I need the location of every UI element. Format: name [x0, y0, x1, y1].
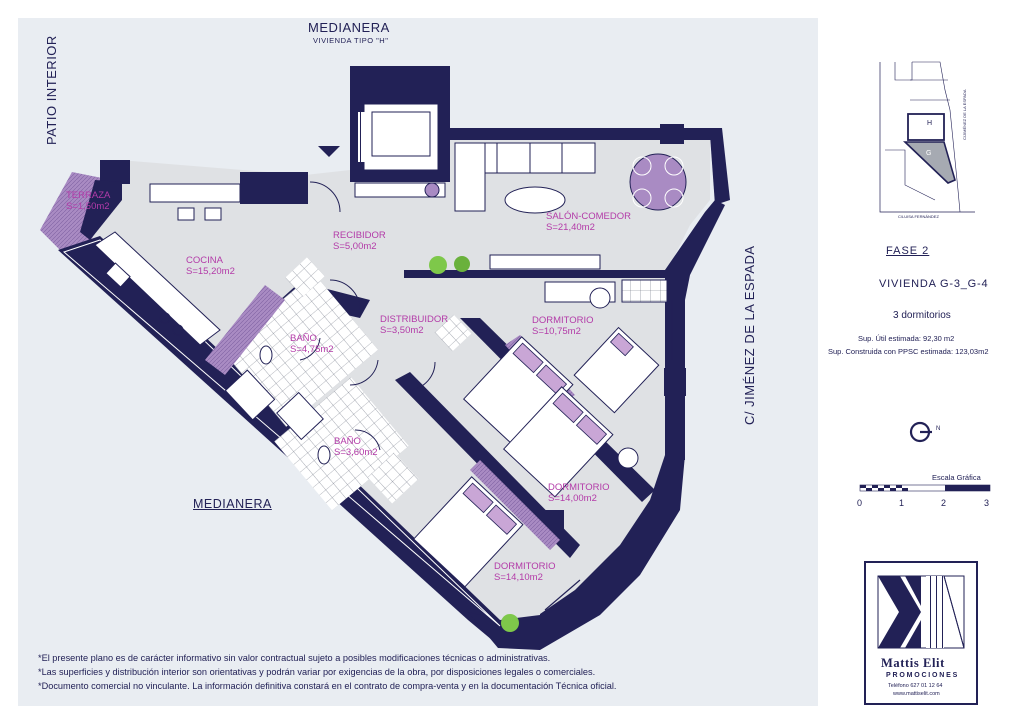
north-label: N — [936, 426, 941, 432]
scale-tick-1: 1 — [899, 498, 905, 508]
kitchen-island — [149, 183, 241, 203]
bed-1 — [463, 336, 574, 448]
bed-4 — [573, 326, 660, 414]
patio-interior-label: PATIO INTERIOR — [44, 35, 59, 145]
north-compass-icon — [909, 421, 932, 443]
logo-name: Mattis Elit — [881, 656, 945, 670]
key-plan-h: H — [927, 120, 933, 127]
bedrooms-label: 3 dormitorios — [893, 310, 951, 321]
sup-util-label: Sup. Útil estimada: 92,30 m2 — [858, 334, 955, 343]
wardrobe-1 — [621, 279, 668, 303]
key-plan-g: G — [926, 150, 932, 157]
logo-web: www.mattiselit.com — [893, 691, 940, 697]
bed-3 — [413, 476, 524, 588]
key-plan — [875, 61, 975, 213]
scale-bar — [859, 484, 991, 492]
logo-phone: Teléfono 627 01 12 64 — [888, 683, 943, 689]
medianera-bottom-label: MEDIANERA — [193, 497, 272, 511]
closet-2 — [470, 460, 560, 550]
vivienda-tipo-label: VIVIENDA TIPO "H" — [313, 36, 389, 45]
medianera-top-label: MEDIANERA — [308, 20, 390, 35]
sofa — [454, 142, 596, 212]
note-2: *Las superficies y distribución interior… — [38, 667, 596, 677]
dining-table — [629, 153, 687, 211]
kitchen-counter — [94, 231, 221, 346]
disclaimer-notes: *El presente plano es de carácter inform… — [38, 651, 616, 693]
tv-unit — [489, 254, 601, 270]
entry-marker — [318, 146, 340, 157]
sup-construida-label: Sup. Construida con PPSC estimada: 123,0… — [828, 347, 989, 356]
bath-2-tiles — [274, 377, 409, 511]
note-3: *Documento comercial no vinculante. La i… — [38, 681, 617, 691]
coffee-table — [504, 186, 566, 214]
doors — [299, 181, 436, 451]
logo-sub: PROMOCIONES — [886, 672, 960, 679]
scale-tick-2: 2 — [941, 498, 947, 508]
bed-2 — [503, 386, 614, 498]
plant-icon — [429, 256, 519, 632]
closet-1 — [205, 285, 285, 375]
scale-tick-0: 0 — [857, 498, 863, 508]
key-plan-street-bottom: C/LUISA FERNÁNDEZ — [898, 214, 939, 219]
unit-label: VIVIENDA G-3_G-4 — [879, 278, 989, 290]
key-plan-street-right: C/JIMÉNEZ DE LA ESPADA — [962, 89, 967, 140]
company-logo — [864, 561, 978, 705]
scale-tick-3: 3 — [984, 498, 990, 508]
scale-title: Escala Gráfica — [932, 473, 981, 482]
street-label: C/ JIMÉNEZ DE LA ESPADA — [742, 245, 757, 425]
phase-label: FASE 2 — [886, 245, 930, 257]
note-1: *El presente plano es de carácter inform… — [38, 653, 551, 663]
